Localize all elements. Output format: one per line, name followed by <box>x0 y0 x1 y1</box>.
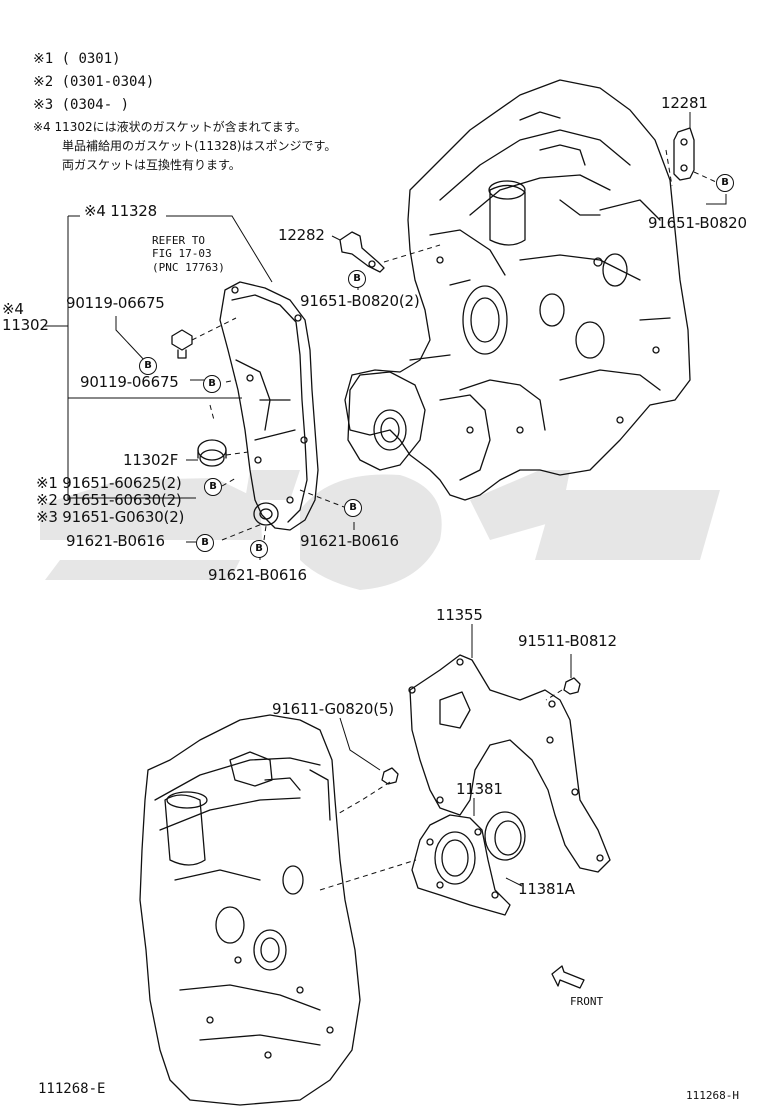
label-11355: 11355 <box>436 606 483 624</box>
label-91651-b0820-2: 91651-B0820(2) <box>300 292 420 310</box>
label-91621-c: 91621-B0616 <box>208 566 307 584</box>
label-91651-b0820: 91651-B0820 <box>648 214 747 232</box>
note-3: ※3 (0304- ) <box>33 97 130 113</box>
bracket-12282 <box>339 231 385 273</box>
note-2: ※2 (0301-0304) <box>33 74 155 90</box>
front-arrow-icon <box>551 965 585 989</box>
bolt-mark-b-1: B <box>139 357 157 375</box>
label-91621-a: 91621-B0616 <box>66 532 165 550</box>
engine-block-upper <box>344 79 691 501</box>
leader-lines-solid <box>44 112 727 887</box>
label-11381: 11381 <box>456 780 503 798</box>
bolt-90119 <box>171 329 193 359</box>
label-90119-a: 90119-06675 <box>66 294 165 312</box>
diagram-code-left: 111268-E <box>38 1081 106 1097</box>
bolt-mark-b-2: B <box>203 375 221 393</box>
label-91651-60625: ※1 91651-60625(2) <box>36 474 182 492</box>
bolt-mark-b-8: B <box>716 174 734 192</box>
label-11302-mark: ※4 <box>2 300 24 318</box>
label-11381a: 11381A <box>518 880 575 898</box>
label-11302f: 11302F <box>123 451 179 469</box>
note-6: 両ガスケットは互換性有ります。 <box>62 158 241 172</box>
gasket-plate-11355 <box>408 654 611 873</box>
diagram-code-right: 111268-H <box>686 1089 739 1102</box>
label-91621-b: 91621-B0616 <box>300 532 399 550</box>
label-91651-60630: ※2 91651-60630(2) <box>36 491 182 509</box>
label-front: FRONT <box>570 995 604 1008</box>
refer-line-1: REFER TO <box>152 234 205 247</box>
label-91611: 91611-G0820(5) <box>272 700 394 718</box>
label-90119-b: 90119-06675 <box>80 373 179 391</box>
label-11328: ※4 11328 <box>84 202 157 220</box>
label-91511: 91511-B0812 <box>518 632 617 650</box>
bolt-mark-b-5: B <box>250 540 268 558</box>
part-11302f-seal <box>197 439 227 467</box>
bolt-mark-b-4: B <box>196 534 214 552</box>
refer-line-3: (PNC 17763) <box>152 261 225 274</box>
timing-chain-cover <box>219 281 319 531</box>
label-12281: 12281 <box>661 94 708 112</box>
note-1: ※1 ( 0301) <box>33 51 121 67</box>
label-11302: 11302 <box>2 316 49 334</box>
engine-block-lower <box>139 714 361 1106</box>
label-91651-g0630: ※3 91651-G0630(2) <box>36 508 185 526</box>
bracket-12281 <box>673 127 695 181</box>
bolt-mark-b-6: B <box>344 499 362 517</box>
label-12282: 12282 <box>278 226 325 244</box>
bolt-mark-b-7: B <box>348 270 366 288</box>
bolt-91511 <box>563 677 581 695</box>
note-5: 単品補給用のガスケット(11328)はスポンジです。 <box>62 139 337 153</box>
bolt-mark-b-3: B <box>204 478 222 496</box>
seal-retainer-11381 <box>411 814 511 916</box>
leader-lines-dashed <box>191 149 717 891</box>
note-4: ※4 11302には液状のガスケットが含まれてます。 <box>33 120 307 134</box>
bolt-91611 <box>381 767 399 785</box>
refer-line-2: FIG 17-03 <box>152 247 212 260</box>
oil-seal-11381a <box>484 811 526 861</box>
